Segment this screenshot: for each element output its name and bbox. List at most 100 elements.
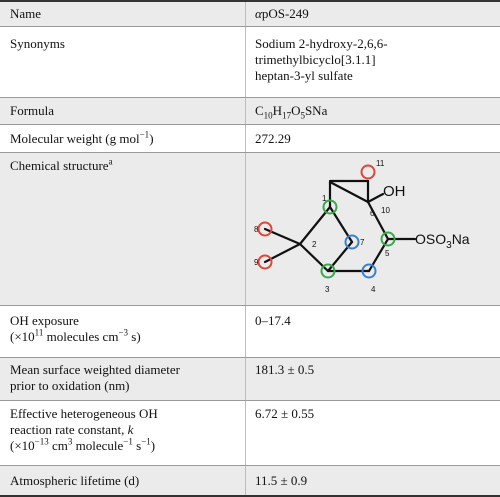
atom-label-9: 9 <box>254 258 259 267</box>
row-molecular-weight: Molecular weight (g mol−1) 272.29 <box>0 124 500 152</box>
chemical-structure-diagram: 11 1 8 9 2 7 6 5 3 4 10 OH OSO3Na <box>254 159 470 294</box>
rate-l2: reaction rate constant, <box>10 422 128 437</box>
circle-atom-7 <box>344 234 360 250</box>
atom-label-11: 11 <box>376 159 385 168</box>
sulfate-part-a: OSO <box>415 231 446 247</box>
sulfate-sub: 3 <box>446 240 452 251</box>
name-text: pOS-249 <box>261 6 309 21</box>
bond-1-6 <box>328 180 370 204</box>
row-formula: Formula C10H17O5SNa <box>0 97 500 124</box>
rate-exp3: −1 <box>123 436 133 447</box>
label-formula: Formula <box>10 103 55 118</box>
row-name: Name αpOS-249 <box>0 0 500 26</box>
bond-2-1 <box>298 205 332 246</box>
ohx-exp2: −3 <box>118 327 129 338</box>
value-formula: C10H17O5SNa <box>255 103 495 121</box>
synonym-line-3: heptan-3-yl sulfate <box>255 68 353 83</box>
label-rate-constant: Effective heterogeneous OH reaction rate… <box>10 406 250 454</box>
value-synonyms: Sodium 2-hydroxy-2,6,6- trimethylbicyclo… <box>255 36 495 84</box>
circle-atom-11 <box>360 164 376 180</box>
label-mean-diameter: Mean surface weighted diameter prior to … <box>10 362 250 394</box>
bond-6-oh <box>366 192 385 204</box>
circle-atom-3 <box>320 263 336 279</box>
value-rate-constant: 6.72 ± 0.55 <box>255 406 315 421</box>
rate-line-1: Effective heterogeneous OH <box>10 406 158 421</box>
formula-o: O <box>291 103 301 118</box>
bottom-rule <box>0 495 500 497</box>
ohx-b: molecules cm <box>43 329 119 344</box>
value-oh-exposure: 0–17.4 <box>255 313 291 328</box>
rate-exp4: −1 <box>141 436 151 447</box>
rate-e: ) <box>150 438 156 453</box>
value-name: αpOS-249 <box>255 6 495 22</box>
rule-5 <box>0 305 500 306</box>
sulfate-group-label: OSO3Na <box>415 231 470 251</box>
rule-2 <box>0 97 500 98</box>
value-atmospheric-lifetime: 11.5 ± 0.9 <box>255 473 308 488</box>
oh-exposure-line-2: (×1011 molecules cm−3 s) <box>10 327 250 345</box>
oh-group-label: OH <box>383 183 406 200</box>
diameter-line-2: prior to oxidation (nm) <box>10 378 130 393</box>
rate-c: molecule <box>72 438 124 453</box>
rate-a: (×10 <box>10 438 35 453</box>
formula-o-sub: 5 <box>300 110 305 121</box>
circle-atom-5 <box>380 231 396 247</box>
value-molecular-weight: 272.29 <box>255 131 291 146</box>
circle-atom-4 <box>361 263 377 279</box>
alpha-prefix: α <box>255 6 262 21</box>
rule-8 <box>0 465 500 466</box>
label-molecular-weight: Molecular weight (g mol−1) <box>10 130 250 147</box>
atom-label-4: 4 <box>371 285 376 294</box>
row-atmospheric-lifetime: Atmospheric lifetime (d) 11.5 ± 0.9 <box>0 465 500 496</box>
rate-exp1: −13 <box>34 436 49 447</box>
rate-line-3: (×10−13 cm3 molecule−1 s−1) <box>10 436 250 454</box>
atom-label-6: 6 <box>370 209 375 218</box>
atom-label-3: 3 <box>325 285 330 294</box>
atom-label-7: 7 <box>360 238 365 247</box>
label-atmospheric-lifetime: Atmospheric lifetime (d) <box>10 473 140 488</box>
row-synonyms: Synonyms Sodium 2-hydroxy-2,6,6- trimeth… <box>0 26 500 97</box>
synonym-line-1: Sodium 2-hydroxy-2,6,6- <box>255 36 388 51</box>
structure-label-footnote: a <box>108 156 113 167</box>
formula-h-sub: 17 <box>282 110 292 121</box>
ohx-a: (×10 <box>10 329 35 344</box>
rate-line-2: reaction rate constant, k <box>10 422 250 438</box>
top-rule <box>0 0 500 2</box>
mw-label-close: ) <box>149 131 154 146</box>
atom-label-8: 8 <box>254 225 259 234</box>
rule-7 <box>0 400 500 401</box>
rate-k: k <box>127 422 134 437</box>
row-mean-diameter: Mean surface weighted diameter prior to … <box>0 357 500 400</box>
formula-h: H <box>272 103 283 118</box>
value-mean-diameter: 181.3 ± 0.5 <box>255 362 315 377</box>
mw-label-main: Molecular weight (g mol <box>10 131 140 146</box>
circle-atom-9 <box>257 254 273 270</box>
atom-label-5: 5 <box>385 249 390 258</box>
row-oh-exposure: OH exposure (×1011 molecules cm−3 s) 0–1… <box>0 305 500 357</box>
sulfate-part-b: Na <box>452 231 470 247</box>
formula-c: C <box>255 103 264 118</box>
rule-6 <box>0 357 500 358</box>
row-rate-constant: Effective heterogeneous OH reaction rate… <box>0 400 500 465</box>
atom-label-10: 10 <box>381 206 390 215</box>
label-synonyms: Synonyms <box>10 36 65 51</box>
rule-3 <box>0 124 500 125</box>
label-chemical-structure: Chemical structurea <box>10 156 250 174</box>
rule-1 <box>0 26 500 27</box>
row-chemical-structure: Chemical structurea <box>0 152 500 305</box>
rate-b: cm <box>48 438 68 453</box>
synonym-line-2: trimethylbicyclo[3.1.1] <box>255 52 376 67</box>
formula-c-sub: 10 <box>263 110 273 121</box>
label-name: Name <box>10 6 42 21</box>
atom-label-2: 2 <box>312 240 317 249</box>
column-divider <box>245 0 246 496</box>
label-oh-exposure: OH exposure (×1011 molecules cm−3 s) <box>10 313 250 345</box>
rate-exp2: 3 <box>67 436 73 447</box>
rate-d: s <box>132 438 142 453</box>
oh-exposure-line-1: OH exposure <box>10 313 79 328</box>
ohx-exp1: 11 <box>34 327 44 338</box>
circle-atom-1 <box>322 199 338 215</box>
structure-label-main: Chemical structure <box>10 158 109 173</box>
rule-4 <box>0 152 500 153</box>
